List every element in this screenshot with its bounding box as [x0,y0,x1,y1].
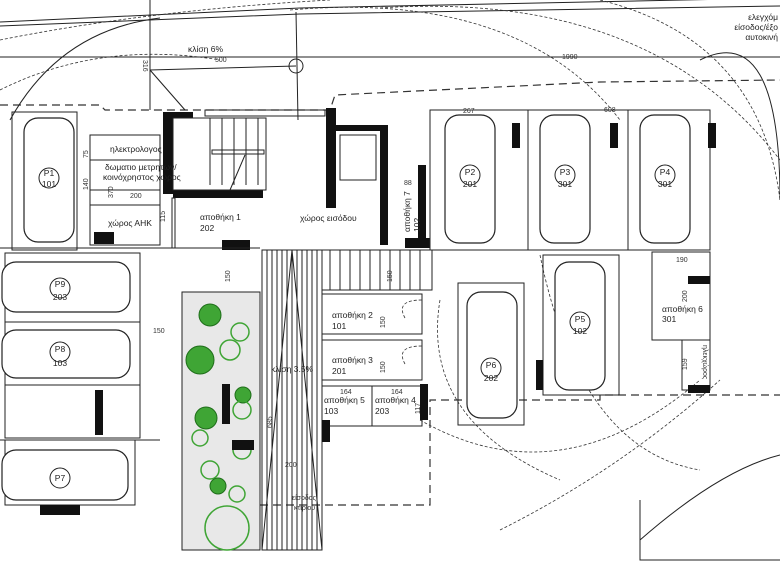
parking-space-p5: P5 102 [554,261,606,391]
tree-icon [228,485,246,503]
parking-id: P8 [55,344,66,354]
dimension: 150 [380,361,387,373]
parking-space-p7: P7 [1,449,129,501]
parking-space-p4: P4 301 [639,114,691,244]
building-core [0,108,716,551]
dimension: 88 [404,180,412,187]
parking-id: P1 [44,168,55,178]
tree-icon [209,477,227,495]
tree-icon [194,406,218,430]
building-entrance: είσοδος [292,494,317,502]
tree-icon [234,386,252,404]
parking-space-p8: P8 103 [1,329,131,379]
tree-icon [198,303,222,327]
room-storage-3-unit: 201 [332,366,346,376]
parking-id: P7 [55,473,66,483]
room-storage-6: αποθήκη 6 [662,304,703,314]
tree-icon [200,460,220,480]
dimension: 1990 [562,54,578,61]
dimension: 140 [83,178,90,190]
dimension: 685 [267,416,274,428]
parking-id: P5 [575,314,586,324]
parking-space-p6: P6 202 [466,291,518,419]
slope-label: κλίση 6% [188,44,223,54]
parking-unit: 102 [573,326,587,336]
building-entrance: κτιρίου [294,504,315,512]
room-electrician: ηλεκτρολογος [110,144,162,154]
parking-unit: 203 [53,292,67,302]
room-storage-4-unit: 203 [375,406,389,416]
dimension: 150 [387,270,394,282]
room-aik: χώρος ΑΗΚ [108,218,152,228]
parking-id: P3 [560,167,571,177]
room-entrance-hall: χώρος εισόδου [300,213,357,223]
room-storage-2: αποθήκη 2 [332,310,373,320]
dimension: 500 [215,57,227,64]
tree-icon [219,339,241,361]
room-labels: κλίση 6% κλίση 3.5% ελεγχόμ είσοδος/έξο … [103,12,778,512]
parking-space-p3: P3 301 [539,114,591,244]
room-storage-6-unit: 301 [662,314,676,324]
parking-spaces: P1 101 P2 201 P3 301 P4 301 P9 203 [1,114,691,501]
note-line: αυτοκινή [745,32,778,42]
note-line: ελεγχόμ [748,12,778,22]
dimension: 150 [153,328,165,335]
room-storage-5-unit: 103 [324,406,338,416]
parking-space-p9: P9 203 [1,261,131,313]
room-storage-7: αποθήκη 7 [402,191,412,232]
tree-icon [185,345,215,375]
dimension: 190 [676,257,688,264]
dimension: 316 [141,60,148,72]
parking-unit: 201 [463,179,477,189]
dimension: 267 [463,108,475,115]
parking-unit: 202 [484,373,498,383]
parking-id: P9 [55,279,66,289]
dimension: 608 [604,107,616,114]
garden-strip [181,291,261,551]
tree-icon [191,429,209,447]
parking-unit: 301 [658,179,672,189]
room-storage-4: αποθήκη 4 [375,395,416,405]
dimension: 150 [380,316,387,328]
parking-unit: 101 [42,179,56,189]
dimension-labels: 316 500 1990 267 608 88 200 115 75 140 3… [83,54,689,469]
parking-space-p2: P2 201 [444,114,496,244]
dimension: 117 [415,403,422,414]
dimension: 150 [225,270,232,282]
note-line: είσοδος/έξο [734,22,778,32]
dimension: 200 [682,290,689,302]
room-storage-2-unit: 101 [332,321,346,331]
dimension: 75 [83,150,90,158]
dimension: 115 [160,211,167,222]
parking-id: P2 [465,167,476,177]
tree-icon [204,505,250,551]
ramp-slope-label: κλίση 3.5% [271,364,314,374]
dimension: 159 [682,358,689,370]
room-storage-1-unit: 202 [200,223,214,233]
room-electric: ηλεκχώρος [701,345,709,380]
room-storage-3: αποθήκη 3 [332,355,373,365]
dimension: 200 [285,462,297,469]
room-storage-5: αποθήκη 5 [324,395,365,405]
dimension: 164 [391,389,403,396]
room-meter: κοινόχρηστος χώρος [103,172,181,182]
dimension: 164 [340,389,352,396]
room-meter: δωματιο μετρητων/ [105,162,177,172]
room-storage-7-unit: 102 [412,218,422,232]
room-storage-1: αποθήκη 1 [200,212,241,222]
dimension: 200 [130,193,142,200]
parking-id: P6 [486,360,497,370]
parking-space-p1: P1 101 [23,117,75,243]
parking-id: P4 [660,167,671,177]
dimension: 370 [108,186,115,198]
tree-icon [232,400,252,420]
parking-unit: 301 [558,179,572,189]
parking-unit: 103 [53,358,67,368]
tree-icon [230,322,250,342]
